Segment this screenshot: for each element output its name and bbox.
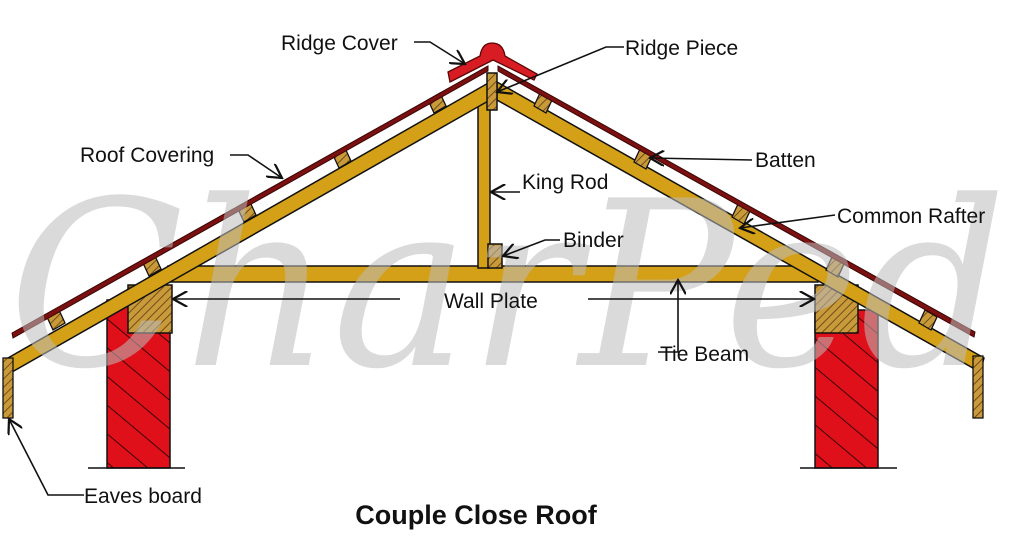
right-wall <box>814 309 879 469</box>
label-roof-covering: Roof Covering <box>80 144 214 167</box>
right-eaves-board <box>972 355 984 419</box>
ridge-cover <box>447 42 538 83</box>
ridge-piece <box>486 72 498 111</box>
diagram-title: Couple Close Roof <box>355 500 598 530</box>
label-tie-beam: Tie Beam <box>660 343 749 366</box>
label-batten: Batten <box>755 149 816 172</box>
label-eaves-board: Eaves board <box>84 485 202 508</box>
label-binder: Binder <box>563 229 624 252</box>
label-king-rod: King Rod <box>522 171 608 194</box>
right-wall-plate <box>814 284 859 334</box>
label-wall-plate: Wall Plate <box>444 290 538 313</box>
roof-covering-right <box>497 65 976 338</box>
label-ridge-piece: Ridge Piece <box>625 37 738 60</box>
roof-covering-left <box>11 65 489 339</box>
label-ridge-cover: Ridge Cover <box>281 32 398 55</box>
watermark: CharPedia <box>8 153 1016 420</box>
label-common-rafter: Common Rafter <box>837 205 985 228</box>
